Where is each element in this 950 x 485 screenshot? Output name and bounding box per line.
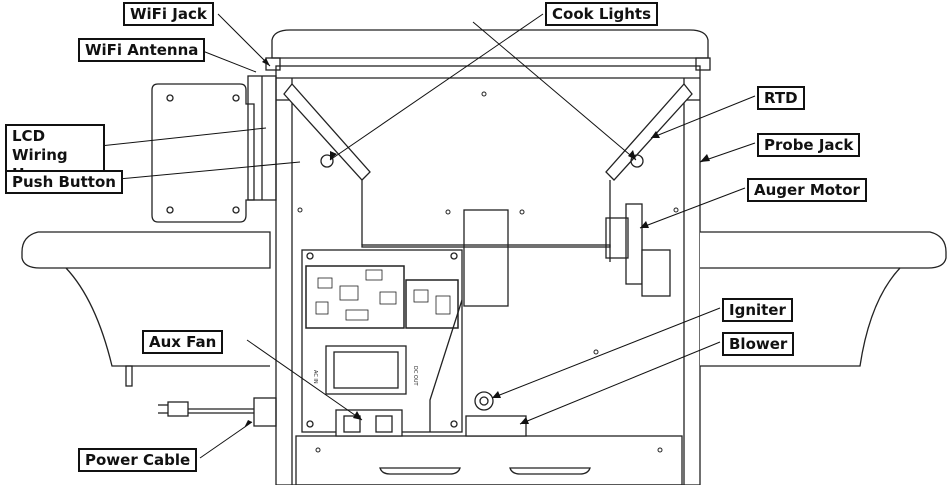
blower — [465, 415, 527, 437]
lid-hinge-right — [695, 57, 711, 71]
leader-blower — [519, 341, 721, 425]
label-power-cable: Power Cable — [78, 448, 198, 472]
leader-cook-lights-b — [472, 21, 637, 161]
relay-text-right: DC OUT — [412, 366, 418, 387]
relay-module — [325, 345, 407, 395]
leader-aux-fan — [246, 339, 363, 421]
leader-cook-lights-a — [329, 13, 544, 161]
leader-lcd-harness — [99, 127, 267, 147]
cook-light-left — [283, 82, 371, 245]
grill-lid — [271, 29, 709, 59]
label-rtd: RTD — [757, 86, 805, 110]
label-auger-motor: Auger Motor — [747, 178, 867, 202]
leader-rtd — [650, 95, 756, 139]
label-probe-jack: Probe Jack — [757, 133, 861, 157]
relay-text-left: AC IN — [312, 370, 318, 384]
main-pcb — [305, 265, 405, 329]
label-aux-fan: Aux Fan — [142, 330, 224, 354]
label-cook-lights: Cook Lights — [545, 2, 659, 26]
label-push-button: Push Button — [5, 170, 123, 194]
lcd-panel — [151, 83, 255, 223]
label-wifi-jack: WiFi Jack — [123, 2, 214, 26]
label-igniter: Igniter — [722, 298, 793, 322]
leader-auger-motor — [639, 187, 746, 229]
leader-probe-jack — [699, 142, 756, 163]
auger-motor — [625, 203, 643, 285]
leader-push-button — [107, 161, 301, 181]
firepot-shroud — [463, 209, 509, 307]
cook-light-right — [605, 82, 693, 262]
leader-wifi-jack — [217, 13, 271, 67]
power-plug — [158, 397, 277, 427]
leader-igniter — [491, 307, 721, 399]
lower-panel — [295, 435, 683, 485]
label-wifi-antenna: WiFi Antenna — [78, 38, 206, 62]
leader-power-cable — [199, 421, 253, 459]
igniter — [474, 391, 494, 411]
label-blower: Blower — [722, 332, 795, 356]
